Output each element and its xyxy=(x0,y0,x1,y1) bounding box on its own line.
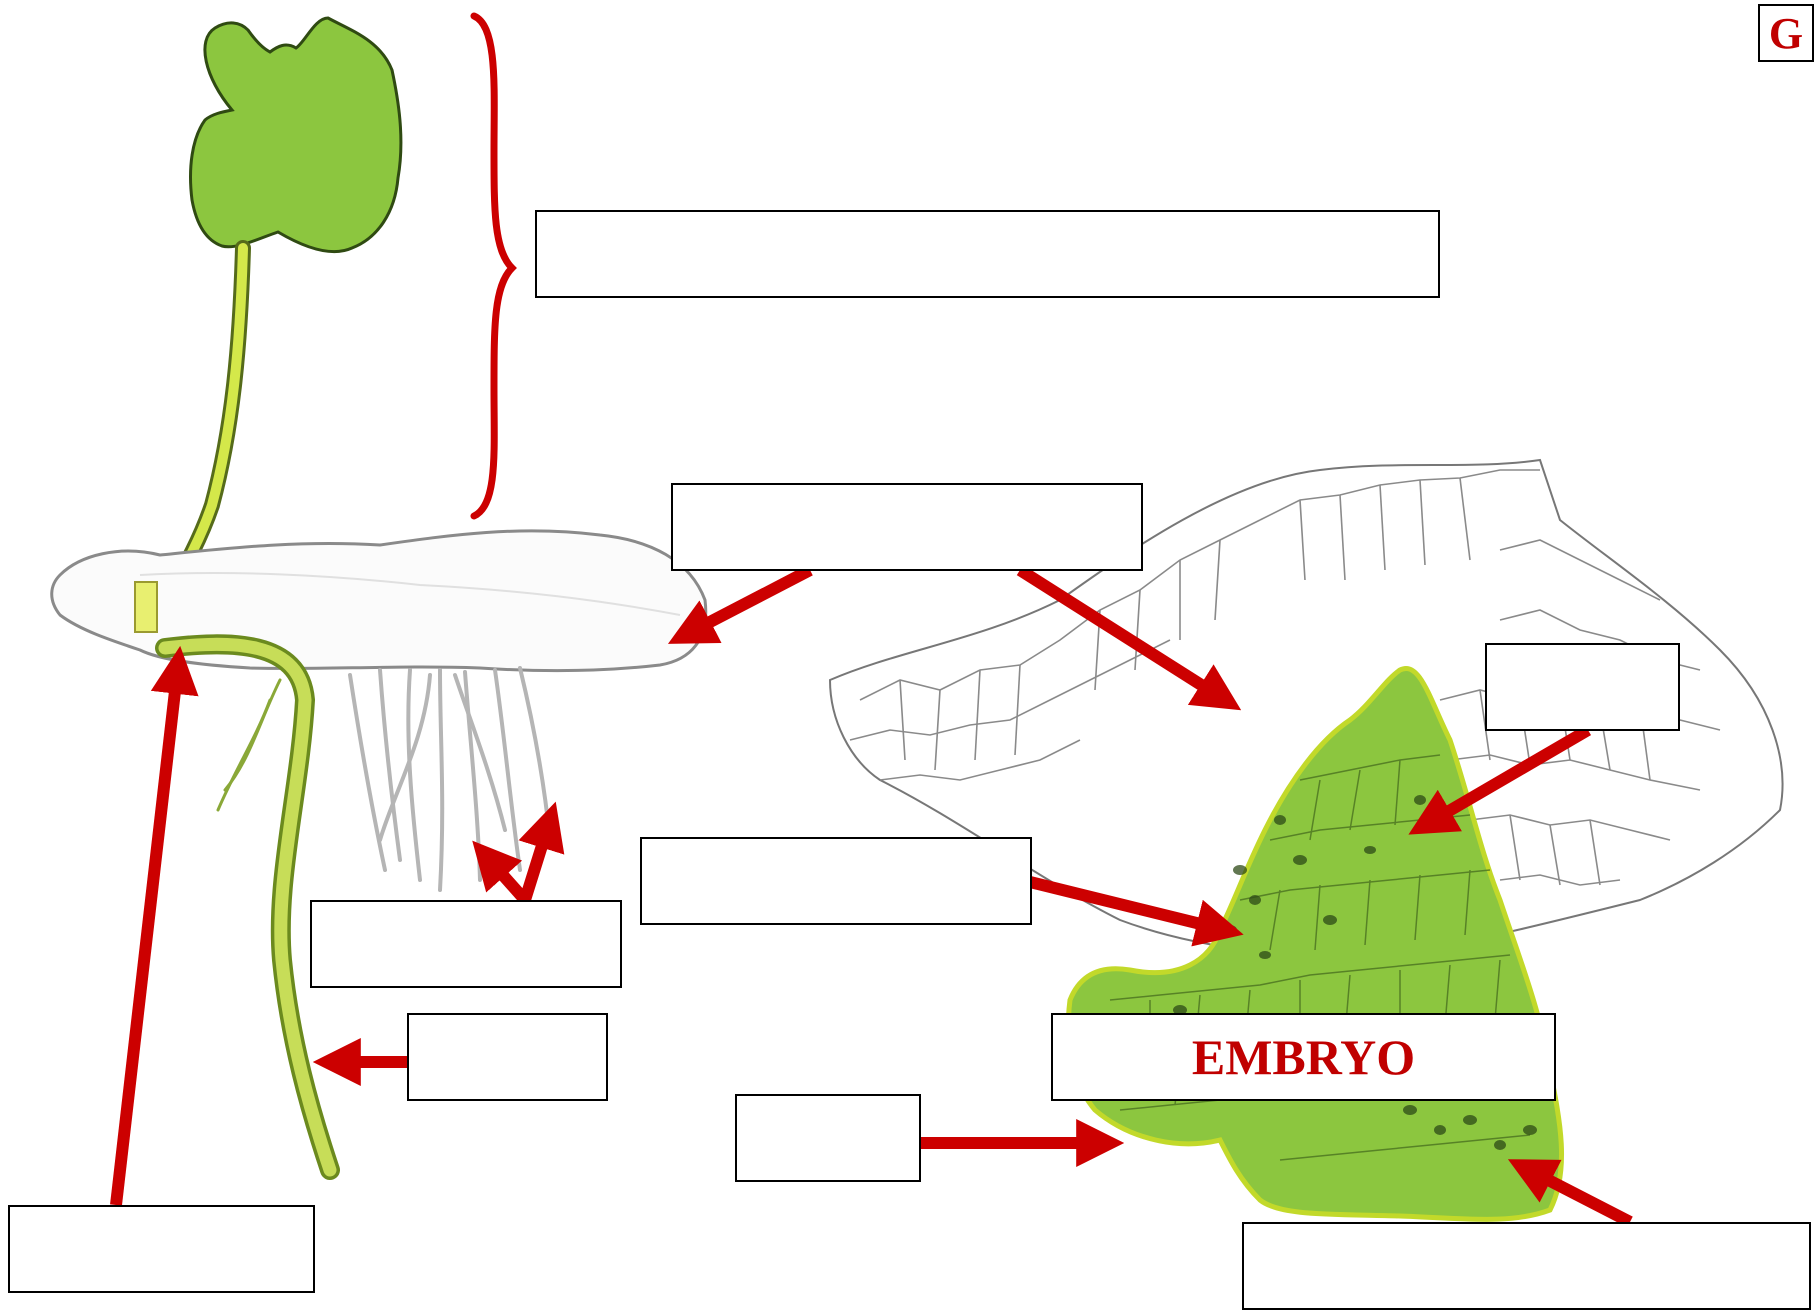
arrow-to-rhizoid-right xyxy=(525,820,550,900)
apical-cell-label[interactable] xyxy=(1242,1222,1811,1310)
sporophyte-brace xyxy=(474,16,512,516)
rhizoids xyxy=(350,668,550,890)
foot-label[interactable] xyxy=(735,1094,921,1182)
sporophyte-leaf xyxy=(191,18,401,252)
prothallus-label[interactable] xyxy=(671,483,1143,571)
worksheet-tag: G xyxy=(1758,4,1814,62)
root-label[interactable] xyxy=(407,1013,608,1101)
junction-label[interactable] xyxy=(8,1205,315,1293)
arrow-to-junction xyxy=(116,665,178,1205)
embryo-label-text: EMBRYO xyxy=(1192,1028,1415,1086)
rhizoids-label[interactable] xyxy=(310,900,622,988)
gametophyte-tissue-label[interactable] xyxy=(640,837,1032,925)
embryo-label[interactable]: EMBRYO xyxy=(1051,1013,1556,1101)
cell-label[interactable] xyxy=(1485,643,1680,731)
sporophyte-bracket-label[interactable] xyxy=(535,210,1440,298)
stalk-junction xyxy=(135,582,157,632)
root-branches xyxy=(218,680,280,810)
